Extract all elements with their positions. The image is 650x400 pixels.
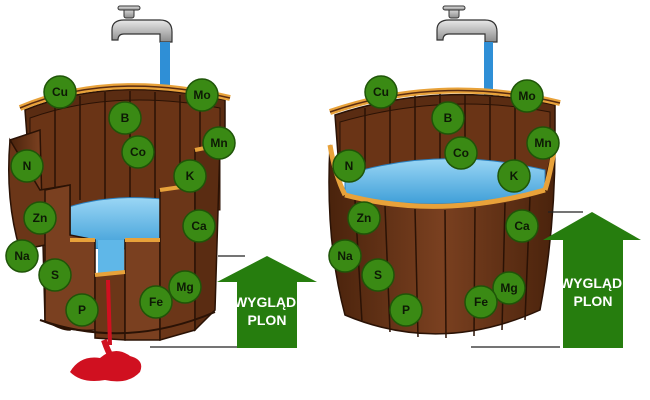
nutrient-label: Mo xyxy=(193,88,210,102)
nutrient-label: Cu xyxy=(373,85,389,99)
nutrient-badge: B xyxy=(108,101,142,135)
nutrient-label: Mg xyxy=(500,281,517,295)
nutrient-badge: N xyxy=(10,149,44,183)
nutrient-badge: Mn xyxy=(202,126,236,160)
nutrient-badge: Fe xyxy=(139,285,173,319)
nutrient-label: Zn xyxy=(357,211,372,225)
nutrient-badge: Mg xyxy=(492,271,526,305)
nutrient-badge: K xyxy=(497,159,531,193)
nutrient-badge: Mo xyxy=(510,79,544,113)
nutrient-label: Mg xyxy=(176,280,193,294)
yield-arrow-large: WYGLĄD, PLON xyxy=(543,212,641,348)
nutrient-badge: Na xyxy=(328,239,362,273)
nutrient-badge: Ca xyxy=(182,209,216,243)
nutrient-badge: K xyxy=(173,159,207,193)
nutrient-label: S xyxy=(374,268,382,282)
nutrient-badge: S xyxy=(361,258,395,292)
nutrient-label: K xyxy=(510,169,519,183)
right-nutrients: Cu Mo B Mn Co N K Zn Ca Na S Mg Fe P xyxy=(328,75,560,327)
nutrient-badge: Mg xyxy=(168,270,202,304)
nutrient-label: B xyxy=(444,111,453,125)
nutrient-badge: Ca xyxy=(505,209,539,243)
spill-icon xyxy=(70,280,142,382)
nutrient-label: P xyxy=(402,303,410,317)
nutrient-badge: Fe xyxy=(464,285,498,319)
arrow-label-line2: PLON xyxy=(248,312,287,328)
left-nutrients: Cu Mo B Mn Co N K Zn Ca Na S Mg Fe P xyxy=(5,75,236,327)
arrow-label-line2: PLON xyxy=(574,293,613,309)
faucet-icon xyxy=(436,5,498,43)
nutrient-badge: Mn xyxy=(526,126,560,160)
nutrient-label: Co xyxy=(453,146,469,160)
faucet-icon xyxy=(111,5,173,43)
nutrient-badge: Na xyxy=(5,239,39,273)
nutrient-badge: Co xyxy=(444,136,478,170)
nutrient-label: N xyxy=(23,159,32,173)
yield-arrow-small: WYGLĄD, PLON xyxy=(217,256,317,348)
nutrient-badge: S xyxy=(38,258,72,292)
nutrient-label: K xyxy=(186,169,195,183)
nutrient-badge: Zn xyxy=(23,201,57,235)
nutrient-label: Fe xyxy=(149,295,163,309)
nutrient-label: Ca xyxy=(514,219,530,233)
nutrient-label: Ca xyxy=(191,219,207,233)
nutrient-label: B xyxy=(121,111,130,125)
arrow-label-line1: WYGLĄD, xyxy=(560,275,626,291)
nutrient-badge: Cu xyxy=(364,75,398,109)
left-barrel xyxy=(8,5,231,382)
nutrient-label: Na xyxy=(14,249,30,263)
nutrient-label: Mn xyxy=(534,136,551,150)
nutrient-label: Na xyxy=(337,249,353,263)
nutrient-badge: P xyxy=(389,293,423,327)
nutrient-label: Fe xyxy=(474,295,488,309)
nutrient-label: Cu xyxy=(52,85,68,99)
nutrient-badge: Cu xyxy=(43,75,77,109)
arrow-label-line1: WYGLĄD, xyxy=(234,294,300,310)
nutrient-label: N xyxy=(345,159,354,173)
nutrient-label: S xyxy=(51,268,59,282)
nutrient-label: Mn xyxy=(210,136,227,150)
nutrient-badge: Mo xyxy=(185,78,219,112)
nutrient-badge: N xyxy=(332,149,366,183)
nutrient-label: Co xyxy=(130,145,146,159)
nutrient-label: Mo xyxy=(518,89,535,103)
nutrient-label: Zn xyxy=(33,211,48,225)
nutrient-label: P xyxy=(78,303,86,317)
nutrient-badge: P xyxy=(65,293,99,327)
nutrient-badge: B xyxy=(431,101,465,135)
nutrient-badge: Zn xyxy=(347,201,381,235)
nutrient-badge: Co xyxy=(121,135,155,169)
